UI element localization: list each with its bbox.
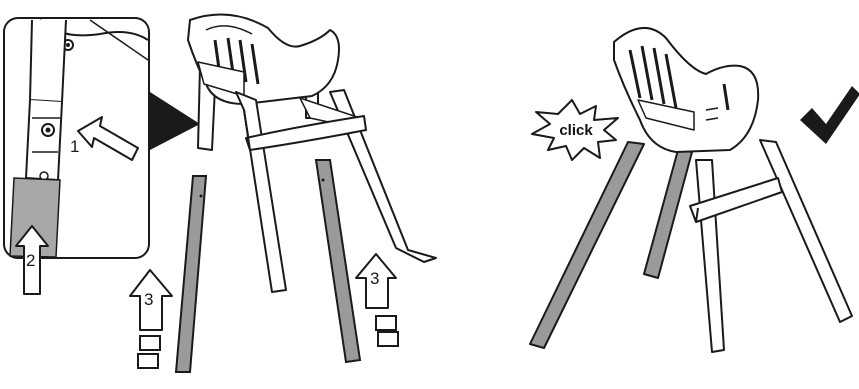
chair-assembled	[530, 28, 852, 352]
arrow-up-icon	[130, 270, 172, 368]
step-3-left-label: 3	[144, 290, 153, 309]
arrow-up-icon	[356, 254, 398, 346]
pointer-triangle	[150, 92, 200, 150]
step-3-right-label: 3	[370, 269, 379, 288]
checkmark-icon	[800, 86, 859, 144]
loose-leg-left	[176, 176, 206, 372]
loose-leg-right	[316, 160, 360, 362]
step-1-label: 1	[70, 137, 79, 156]
click-label: click	[559, 122, 593, 139]
chair-unassembled	[188, 15, 436, 292]
step-2-label: 2	[26, 251, 35, 270]
